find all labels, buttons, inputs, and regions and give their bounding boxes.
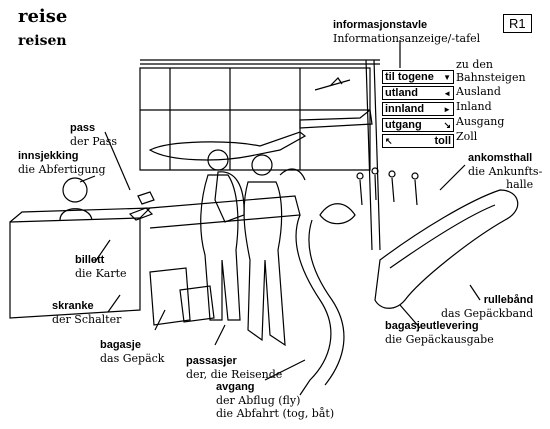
label-no: bagasjeutlevering xyxy=(385,320,479,332)
label-de: die Karte xyxy=(75,267,127,280)
sign-translations: zu den Bahnsteigen Ausland Inland Ausgan… xyxy=(456,58,536,144)
code-badge: R1 xyxy=(503,14,532,33)
label-no: innsjekking xyxy=(18,150,79,162)
label-de: die Abfertigung xyxy=(18,163,106,176)
sign-translation: Ausland xyxy=(456,85,501,98)
label-de: der Schalter xyxy=(52,313,122,326)
sign-translation: Ausgang xyxy=(456,115,505,128)
arrow-left-icon: ◄ xyxy=(443,89,451,98)
arrow-right-icon: ► xyxy=(443,105,451,114)
arrow-down-icon: ▼ xyxy=(443,73,451,82)
sign-row-label: innland xyxy=(385,103,425,115)
label-de: die Ankunfts- xyxy=(468,165,543,178)
label-no: informasjonstavle xyxy=(333,19,428,31)
label-de: die Gepäckausgabe xyxy=(385,333,494,346)
label-bagasje: bagasje das Gepäck xyxy=(100,339,164,365)
label-de: das Gepäck xyxy=(100,352,165,365)
label-no: billett xyxy=(75,254,105,266)
label-de: das Gepäckband xyxy=(441,307,534,320)
sign-row-label: til togene xyxy=(385,71,434,83)
label-no: passasjer xyxy=(186,355,237,367)
label-rullebaand: rullebånd das Gepäckband xyxy=(441,294,533,320)
sign-row: utgang ↘ xyxy=(382,118,454,132)
label-no: avgang xyxy=(216,381,255,393)
label-pass: pass der Pass xyxy=(70,122,117,148)
title-norwegian: reise xyxy=(18,6,68,27)
title-german: reisen xyxy=(18,33,67,49)
label-no: skranke xyxy=(52,300,94,312)
label-bagasjeutlevering: bagasjeutlevering die Gepäckausgabe xyxy=(385,320,494,346)
label-de: die Abfahrt (tog, båt) xyxy=(216,407,335,420)
sign-translation: Inland xyxy=(456,100,492,113)
label-passasjer: passasjer der, die Reisende xyxy=(186,355,282,381)
sign-row-label: toll xyxy=(434,135,452,147)
sign-row: utland ◄ xyxy=(382,86,454,100)
sign-row-label: utland xyxy=(385,87,418,99)
sign-row: til togene ▼ xyxy=(382,70,454,84)
label-innsjekking: innsjekking die Abfertigung xyxy=(18,150,106,176)
label-de: der, die Reisende xyxy=(186,368,283,381)
label-de: Informationsanzeige/-tafel xyxy=(333,32,481,45)
arrow-up-left-icon: ↖ xyxy=(385,136,393,146)
sign-row: ↖ toll xyxy=(382,134,454,148)
label-de: halle xyxy=(506,178,534,191)
sign-translation: Zoll xyxy=(456,130,478,143)
label-billett: billett die Karte xyxy=(75,254,127,280)
label-de: der Abflug (fly) xyxy=(216,394,301,407)
label-avgang: avgang der Abflug (fly) die Abfahrt (tog… xyxy=(216,381,334,420)
sign-board: til togene ▼ utland ◄ innland ► utgang ↘… xyxy=(382,70,454,150)
sign-row: innland ► xyxy=(382,102,454,116)
label-no: ankomsthall xyxy=(468,152,533,164)
label-no: bagasje xyxy=(100,339,141,351)
label-no: rullebånd xyxy=(483,294,534,306)
sign-translation: zu den Bahnsteigen xyxy=(456,58,526,84)
label-de: der Pass xyxy=(70,135,118,148)
arrow-down-right-icon: ↘ xyxy=(443,120,451,130)
label-no: pass xyxy=(70,122,96,134)
label-skranke: skranke der Schalter xyxy=(52,300,121,326)
label-ankomsthall: ankomsthall die Ankunfts- halle xyxy=(468,152,542,191)
sign-row-label: utgang xyxy=(385,119,422,131)
label-informasjonstavle: informasjonstavle Informationsanzeige/-t… xyxy=(333,19,480,45)
